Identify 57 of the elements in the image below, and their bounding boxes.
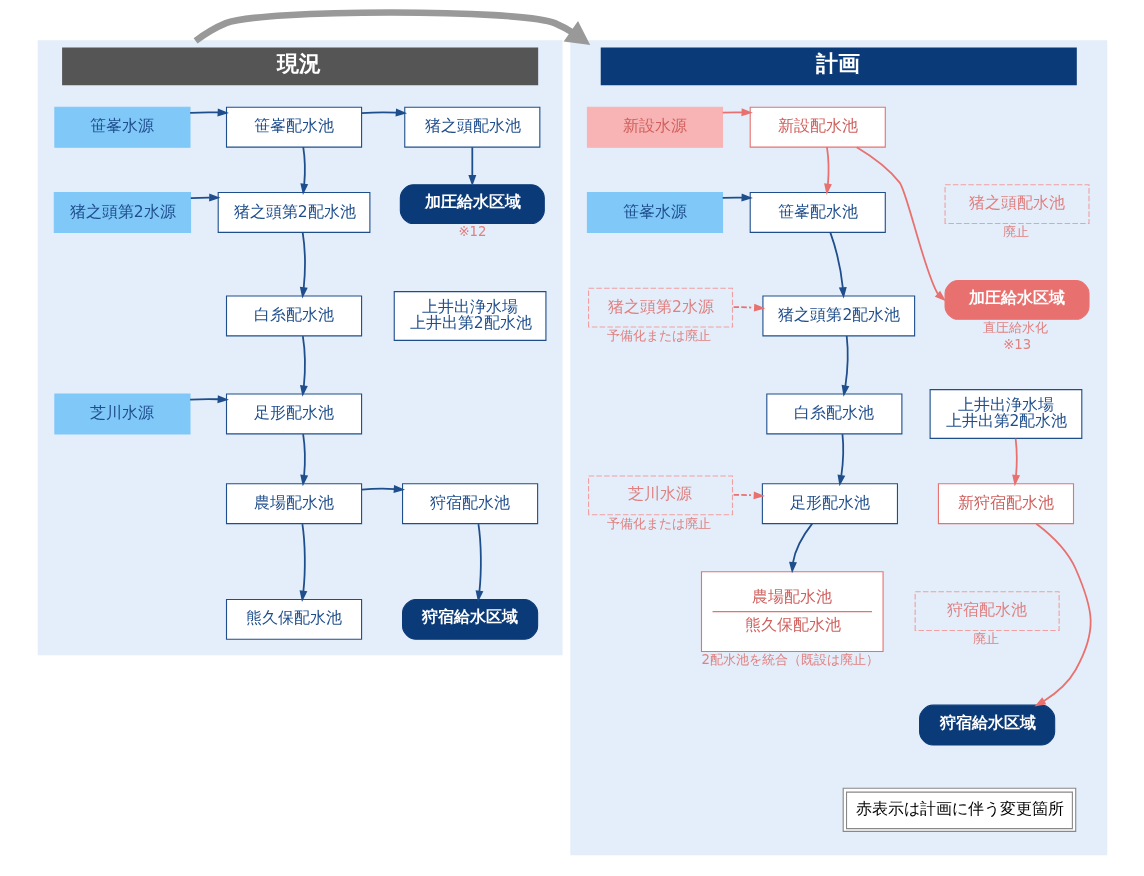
- arrow: [299, 146, 308, 195]
- node-box: 上井出浄水場 上井出第2配水池: [929, 389, 1082, 439]
- node-label: 直圧給水化: [982, 320, 1048, 336]
- node-label: 2配水池を統合（既設は廃止）: [700, 652, 879, 668]
- label: 赤表示は計画に伴う変更箇所: [855, 800, 1064, 819]
- node-box: 白糸配水池: [225, 295, 362, 337]
- node-box: 新設配水池: [749, 106, 886, 148]
- arrow: [299, 231, 308, 299]
- node-box: 熊久保配水池: [225, 598, 362, 640]
- arrow: [189, 193, 220, 202]
- arrow: [360, 108, 407, 117]
- arrow: [837, 433, 845, 487]
- node-label: 廃止: [1002, 224, 1029, 240]
- node-box: 狩宿配水池: [401, 483, 538, 525]
- node-box: 足形配水池: [761, 483, 898, 525]
- node-box: 白糸配水池: [765, 393, 902, 435]
- node-label: ※12: [457, 224, 486, 240]
- node-box: 笹峯配水池: [225, 106, 362, 148]
- arrow: [299, 335, 308, 397]
- node-box: 狩宿給水区域: [401, 598, 538, 640]
- node-box: 新設水源: [586, 106, 723, 148]
- arrow: [788, 522, 813, 574]
- arrow: [721, 108, 753, 117]
- arrow: [823, 146, 832, 195]
- node-box: 農場配水池: [225, 483, 362, 525]
- arrow: [193, 9, 590, 45]
- node-box: 猪之頭第2配水池: [217, 192, 370, 233]
- node-box: 笹峯配水池: [749, 192, 886, 233]
- node-label: 予備化または廃止: [606, 515, 711, 531]
- arrow: [1034, 522, 1092, 707]
- arrow: [188, 395, 229, 404]
- node-box: 足形配水池: [225, 393, 362, 435]
- node-box: 新狩宿配水池: [937, 483, 1074, 525]
- arrow: [855, 146, 946, 302]
- arrow: [732, 303, 765, 312]
- node-box: 猪之頭配水池: [403, 106, 540, 148]
- arrow: [828, 231, 847, 299]
- arrow: [188, 108, 229, 117]
- node-label: ※13: [1002, 336, 1031, 352]
- node-box: 狩宿給水区域: [918, 704, 1055, 746]
- node-box: 笹峯水源: [53, 106, 191, 148]
- arrow: [299, 433, 308, 487]
- arrow: [721, 193, 753, 202]
- arrow: [732, 491, 765, 500]
- node-box: 芝川水源: [53, 393, 191, 435]
- node-box: 猪之頭第2水源: [53, 192, 191, 233]
- arrow: [841, 335, 849, 397]
- node-label: 予備化または廃止: [606, 327, 711, 343]
- node-label: 廃止: [972, 631, 999, 647]
- arrow: [475, 523, 483, 602]
- arrow: [1011, 437, 1020, 487]
- node-box: 笹峯水源: [586, 192, 723, 233]
- arrow: [299, 523, 307, 602]
- node-box: 猪之頭第2配水池: [761, 295, 915, 337]
- arrow: [467, 146, 476, 187]
- node-box: 上井出浄水場 上井出第2配水池: [393, 291, 546, 341]
- arrow: [360, 485, 405, 493]
